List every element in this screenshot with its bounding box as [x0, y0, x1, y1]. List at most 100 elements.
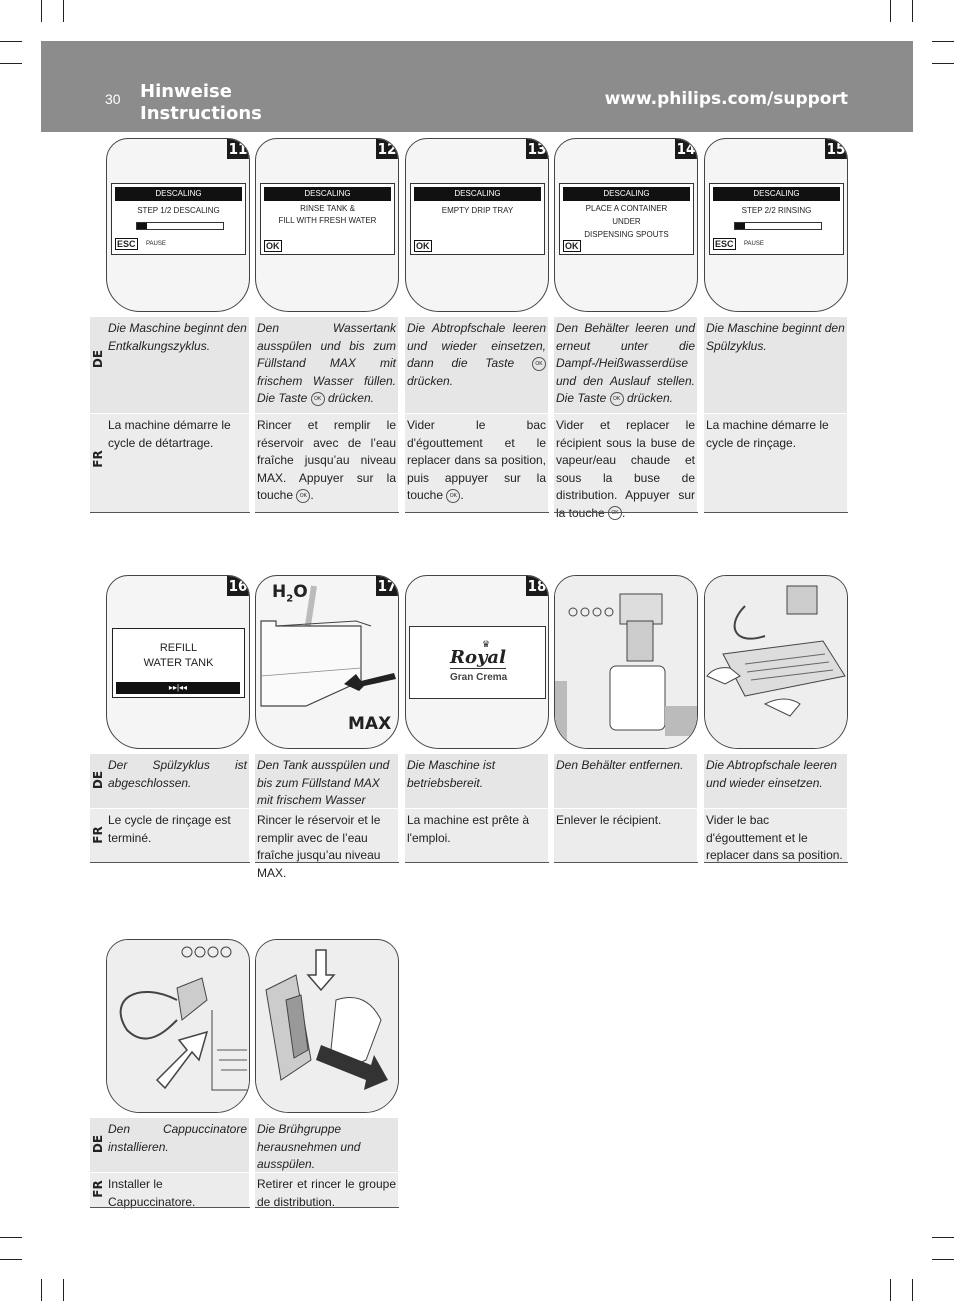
text-fr: Enlever le récipient.	[556, 813, 662, 827]
display-screen: ♛ Royal Gran Crema	[409, 626, 546, 699]
max-label: MAX	[348, 714, 392, 734]
step-number: 13	[526, 139, 548, 159]
text-de: Die Abtropfschale leeren und wieder eins…	[706, 758, 837, 790]
text-de: Den Behälter entfernen.	[556, 758, 684, 772]
lcd-line: WATER TANK	[143, 657, 214, 669]
text-de: Die Abtropfschale leeren und wieder eins…	[407, 321, 546, 370]
crop-mark	[932, 1237, 954, 1238]
text-fr: Retirer et rincer le groupe de distribut…	[257, 1177, 396, 1209]
crop-mark	[63, 1279, 64, 1301]
lcd-header: DESCALING	[563, 187, 690, 201]
crop-mark	[912, 1279, 913, 1301]
lcd-message: PLACE A CONTAINER UNDER DISPENSING SPOUT…	[560, 202, 693, 241]
crop-mark	[41, 1279, 42, 1301]
text-de-after: drücken.	[327, 391, 374, 405]
drip-tray-illustration	[705, 576, 847, 748]
lang-label-fr: FR	[91, 826, 105, 844]
step-16-fr: Le cycle de rinçage est terminé.	[106, 809, 249, 863]
ok-icon: OK	[414, 240, 432, 252]
text-de-after: drücken.	[407, 373, 454, 388]
step-19-de: Den Behälter entfernen.	[554, 754, 697, 808]
divider	[255, 1207, 399, 1208]
crown-icon: ♛	[482, 639, 491, 649]
step-12-fr: Rincer et remplir le réservoir avec de l…	[255, 414, 398, 512]
lang-label-de: DE	[91, 770, 105, 790]
lang-label-de: DE	[91, 349, 105, 369]
crop-mark	[890, 0, 891, 22]
step-number: 11	[227, 139, 249, 159]
pause-label: PAUSE	[744, 241, 764, 247]
title-line-de: Hinweise	[140, 81, 232, 102]
crop-mark	[932, 1259, 954, 1260]
step-18-fr: La machine est prête à l'emploi.	[405, 809, 548, 863]
progress-fill	[137, 223, 148, 229]
progress-bar	[734, 222, 822, 230]
page-header: 30 Hinweise Instructions www.philips.com…	[41, 41, 913, 132]
lcd-display: DESCALING EMPTY DRIP TRAY OK	[410, 183, 545, 255]
step-11-fr: La machine démarre le cycle de détartrag…	[106, 414, 249, 512]
lcd-header: DESCALING	[115, 187, 242, 201]
step-21-de: Den Cappuccinatore installieren.	[106, 1118, 249, 1172]
crop-mark	[890, 1279, 891, 1301]
lcd-message: STEP 1/2 DESCALING	[137, 206, 220, 215]
step-14-fr: Vider et replacer le récipient sous la b…	[554, 414, 697, 521]
divider	[704, 512, 848, 513]
brew-group-illustration	[256, 940, 398, 1112]
progress-fill	[735, 223, 746, 229]
lcd-line: UNDER	[612, 217, 641, 226]
ok-button-icon: OK	[609, 391, 624, 406]
text-de: Die Maschine beginnt den Entkalkungszykl…	[108, 321, 247, 353]
lcd-message: RINSE TANK & FILL WITH FRESH WATER	[261, 203, 394, 227]
text-de: Der Spülzyklus ist abgeschlossen.	[108, 758, 247, 790]
lcd-header: DESCALING	[414, 187, 541, 201]
h2o-sub: 2	[286, 593, 294, 605]
lcd-bar: ▸▸|◂◂	[116, 682, 240, 694]
divider	[255, 512, 399, 513]
lcd-message: STEP 2/2 RINSING	[741, 206, 812, 215]
divider	[405, 862, 549, 863]
divider	[704, 862, 848, 863]
step-19-fr: Enlever le récipient.	[554, 809, 697, 863]
step-14-image: 14 DESCALING PLACE A CONTAINER UNDER DIS…	[554, 138, 698, 312]
step-20-fr: Vider le bac d'égouttement et le replace…	[704, 809, 847, 863]
step-number: 16	[227, 576, 249, 596]
divider	[554, 862, 698, 863]
text-fr: La machine est prête à l'emploi.	[407, 813, 530, 845]
lang-column-de	[90, 317, 106, 413]
text-de: Den Cappuccinatore installieren.	[108, 1122, 247, 1154]
text-fr: Rincer et remplir le réservoir avec de l…	[257, 418, 396, 502]
lcd-display: DESCALING PLACE A CONTAINER UNDER DISPEN…	[559, 183, 694, 255]
ok-button-icon: OK	[608, 506, 623, 521]
divider	[90, 512, 250, 513]
crop-mark	[932, 41, 954, 42]
crop-mark	[41, 0, 42, 22]
step-number: 18	[526, 576, 548, 596]
lcd-display: DESCALING STEP 1/2 DESCALING ESC PAUSE	[111, 183, 246, 255]
h2o-h: H	[272, 582, 287, 602]
step-number: 17	[376, 576, 398, 596]
lang-label-fr: FR	[91, 450, 105, 468]
step-number: 12	[376, 139, 398, 159]
step-20-image: 20	[704, 575, 848, 749]
text-de-after: drücken.	[626, 391, 673, 405]
text-de: Die Maschine beginnt den Spülzyklus.	[706, 321, 845, 353]
step-number: 15	[825, 139, 847, 159]
crop-mark	[912, 0, 913, 22]
ok-icon: OK	[563, 240, 581, 252]
step-13-fr: Vider le bac d'égouttement et le replace…	[405, 414, 548, 512]
lcd-line: PLACE A CONTAINER	[585, 204, 668, 213]
text-fr: Le cycle de rinçage est terminé.	[108, 813, 231, 845]
lcd-message: EMPTY DRIP TRAY	[441, 206, 514, 215]
step-16-image: 16 REFILL WATER TANK ▸▸|◂◂	[106, 575, 250, 749]
lcd-display: REFILL WATER TANK ▸▸|◂◂	[112, 628, 245, 698]
step-15-image: 15 DESCALING STEP 2/2 RINSING ESC PAUSE	[704, 138, 848, 312]
step-17-fr: Rincer le réservoir et le remplir avec d…	[255, 809, 398, 880]
lcd-line: DISPENSING SPOUTS	[584, 230, 669, 239]
crop-mark	[0, 41, 22, 42]
lang-label-de: DE	[91, 1134, 105, 1154]
lang-column-de	[90, 754, 106, 808]
crop-mark	[932, 63, 954, 64]
divider	[405, 512, 549, 513]
text-de: Den Behälter leeren und erneut unter die…	[556, 321, 695, 405]
progress-bar	[136, 222, 224, 230]
